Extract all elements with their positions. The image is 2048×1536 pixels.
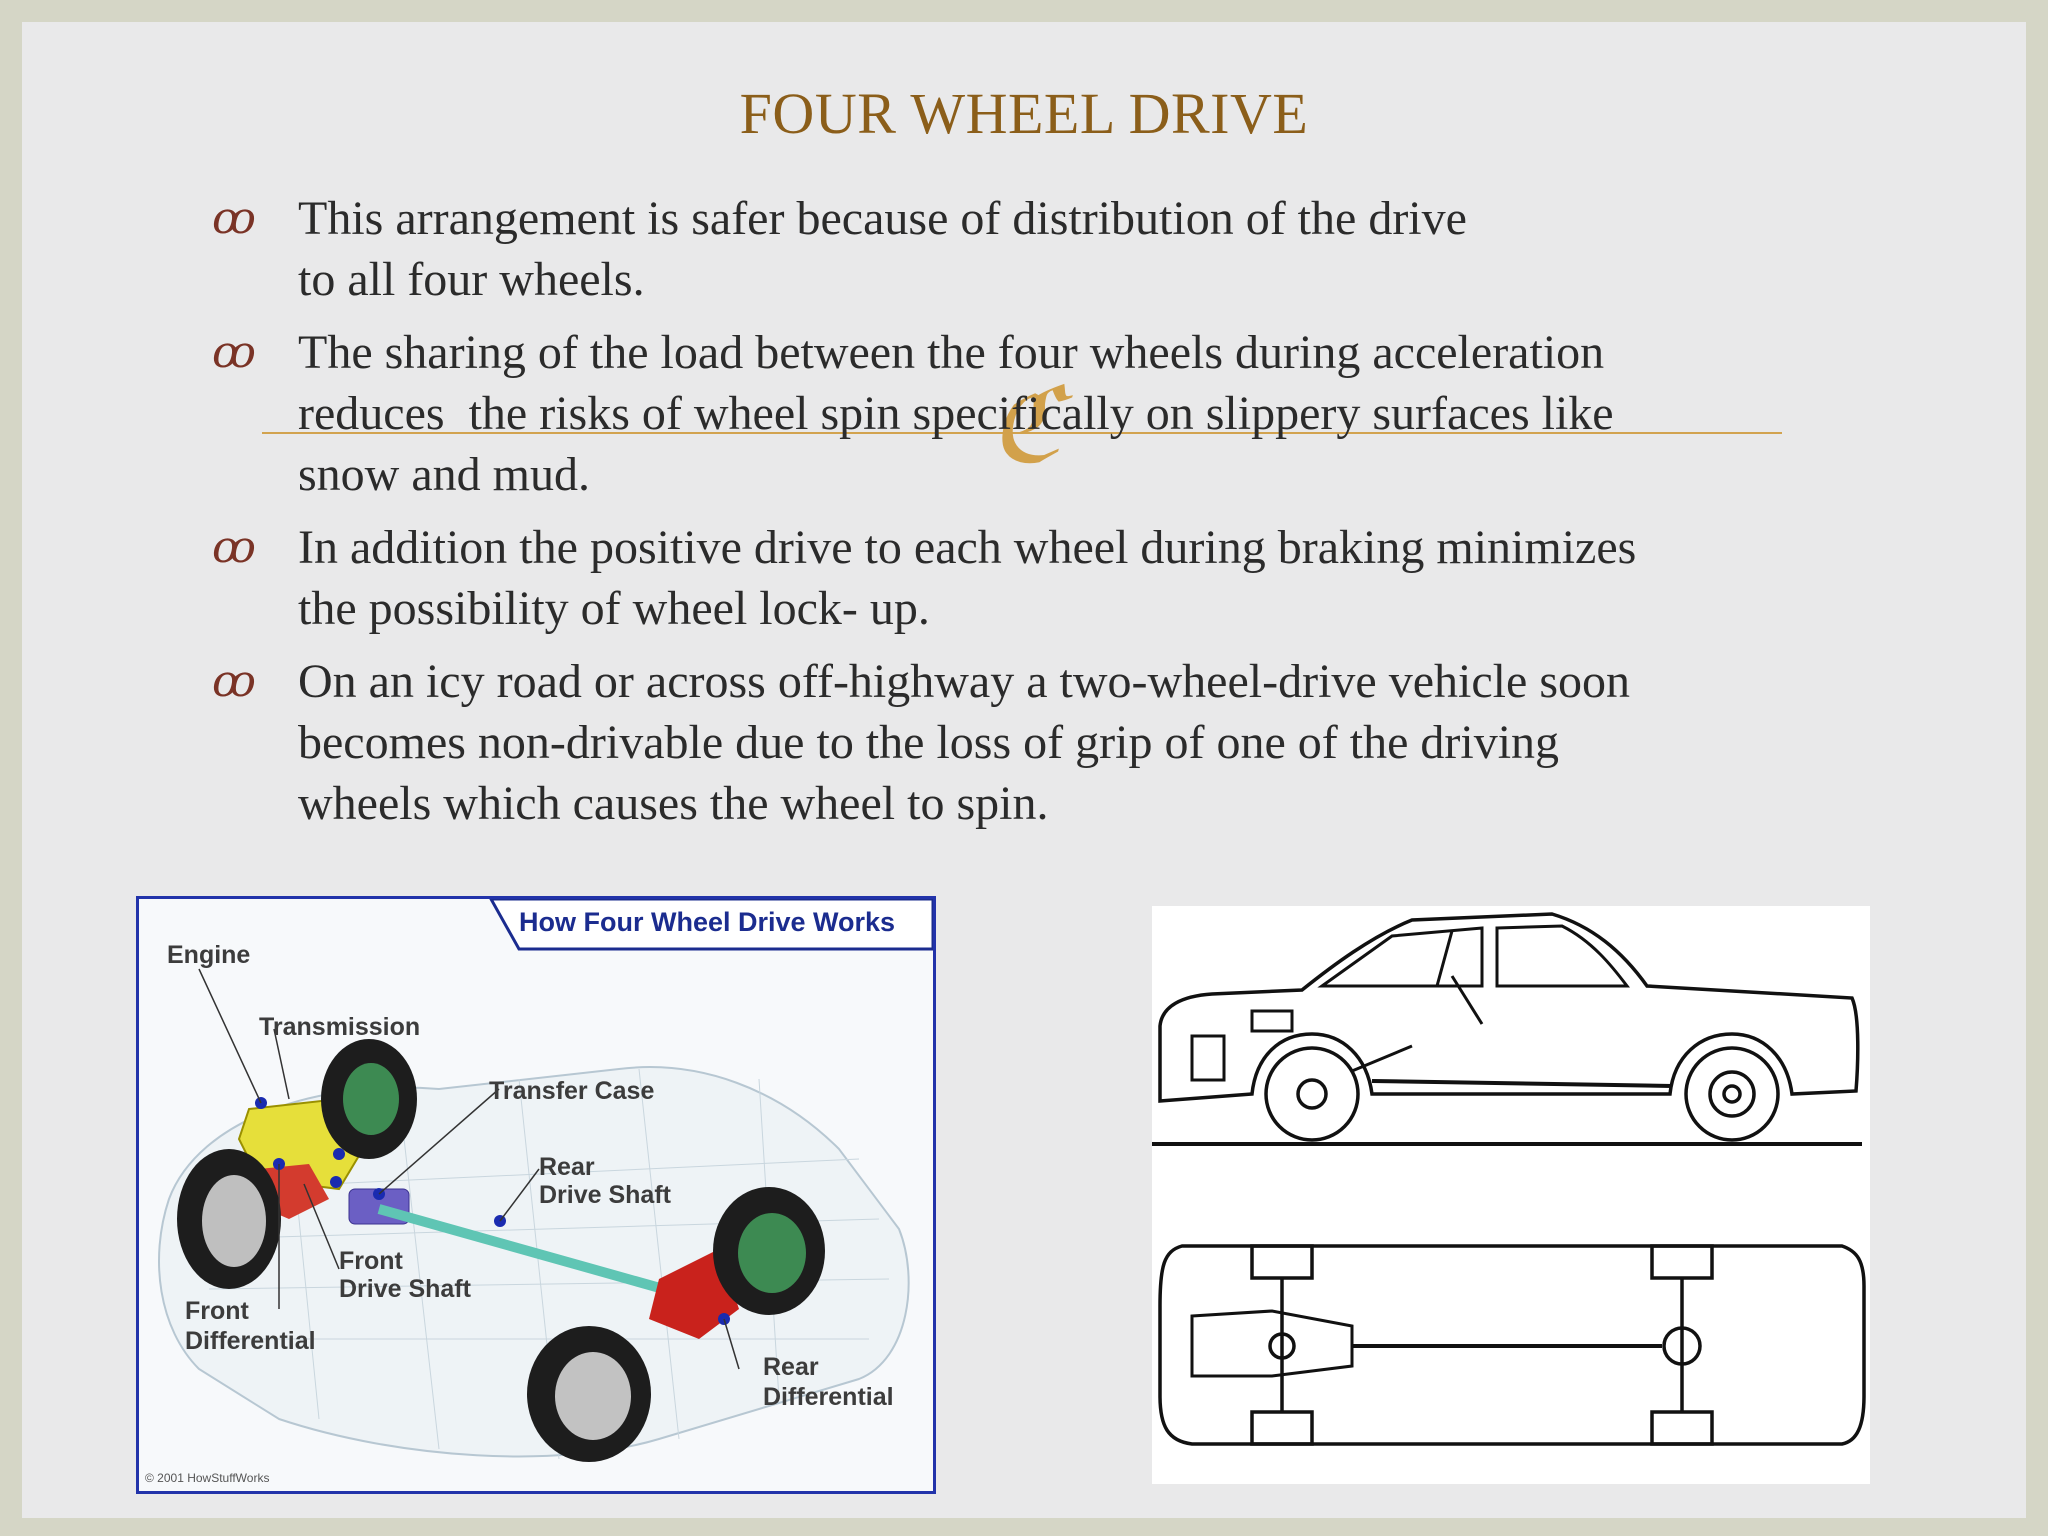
decorative-swash-icon: ℭ	[988, 369, 1062, 484]
label-transfer-case: Transfer Case	[489, 1077, 655, 1105]
bullet-item: ꝏ In addition the positive drive to each…	[212, 517, 1912, 639]
label-rear-differential-line1: Rear	[763, 1353, 819, 1381]
label-front-drive-shaft-line2: Drive Shaft	[339, 1275, 471, 1303]
bullet-line: the possibility of wheel lock- up.	[298, 582, 930, 635]
label-rear-drive-shaft-line1: Rear	[539, 1153, 595, 1181]
four-wheel-drive-diagram: How Four Wheel Drive Works Engine Transm…	[136, 896, 936, 1494]
bullet-swash-icon: ꝏ	[212, 194, 256, 243]
rear-drive-shaft	[377, 1204, 701, 1304]
bullet-line: This arrangement is safer because of dis…	[298, 192, 1467, 245]
car-line-drawing	[1152, 906, 1870, 1484]
wheel-rear-right	[713, 1187, 825, 1315]
label-front-drive-shaft-line1: Front	[339, 1247, 403, 1275]
bullet-line: wheels which causes the wheel to spin.	[298, 777, 1049, 830]
bullet-swash-icon: ꝏ	[212, 328, 256, 377]
drivetrain-illustration	[158, 899, 933, 1462]
diagram-title: How Four Wheel Drive Works	[519, 907, 896, 937]
bullet-line: snow and mud.	[298, 448, 590, 501]
bullet-line: to all four wheels.	[298, 253, 645, 306]
bullet-line: In addition the positive drive to each w…	[298, 521, 1637, 574]
car-side-and-plan-view	[1152, 912, 1866, 1446]
label-leader-lines	[198, 968, 740, 1370]
bullet-item: ꝏ On an icy road or across off-highway a…	[212, 651, 1912, 834]
bullet-line: becomes non-drivable due to the loss of …	[298, 716, 1560, 769]
bullet-item: ꝏ The sharing of the load between the fo…	[212, 322, 1912, 505]
label-engine: Engine	[167, 941, 251, 969]
decorative-rule	[262, 432, 1782, 434]
bullet-swash-icon: ꝏ	[212, 657, 256, 706]
car-plan-view	[1158, 1244, 1866, 1446]
copyright-notice: © 2001 HowStuffWorks	[145, 1471, 270, 1485]
wheel-rear-left	[527, 1326, 651, 1462]
title-banner	[489, 899, 933, 951]
bullet-list: ꝏ This arrangement is safer because of d…	[212, 188, 1912, 846]
bullet-line: reduces the risks of wheel spin specific…	[298, 387, 1614, 440]
bullet-line: On an icy road or across off-highway a t…	[298, 655, 1630, 708]
slide-title: FOUR WHEEL DRIVE	[739, 81, 1309, 146]
bullet-item: ꝏ This arrangement is safer because of d…	[212, 188, 1912, 310]
car-side-view	[1152, 912, 1862, 1146]
label-transmission: Transmission	[259, 1013, 421, 1041]
label-front-differential-line1: Front	[185, 1297, 249, 1325]
bullet-swash-icon: ꝏ	[212, 523, 256, 572]
bullet-line: The sharing of the load between the four…	[298, 326, 1605, 379]
wheel-front-left	[177, 1149, 281, 1289]
label-rear-drive-shaft-line2: Drive Shaft	[539, 1181, 671, 1209]
label-rear-differential-line2: Differential	[763, 1383, 894, 1411]
label-front-differential-line2: Differential	[185, 1327, 316, 1355]
wheel-front-right	[321, 1039, 417, 1159]
